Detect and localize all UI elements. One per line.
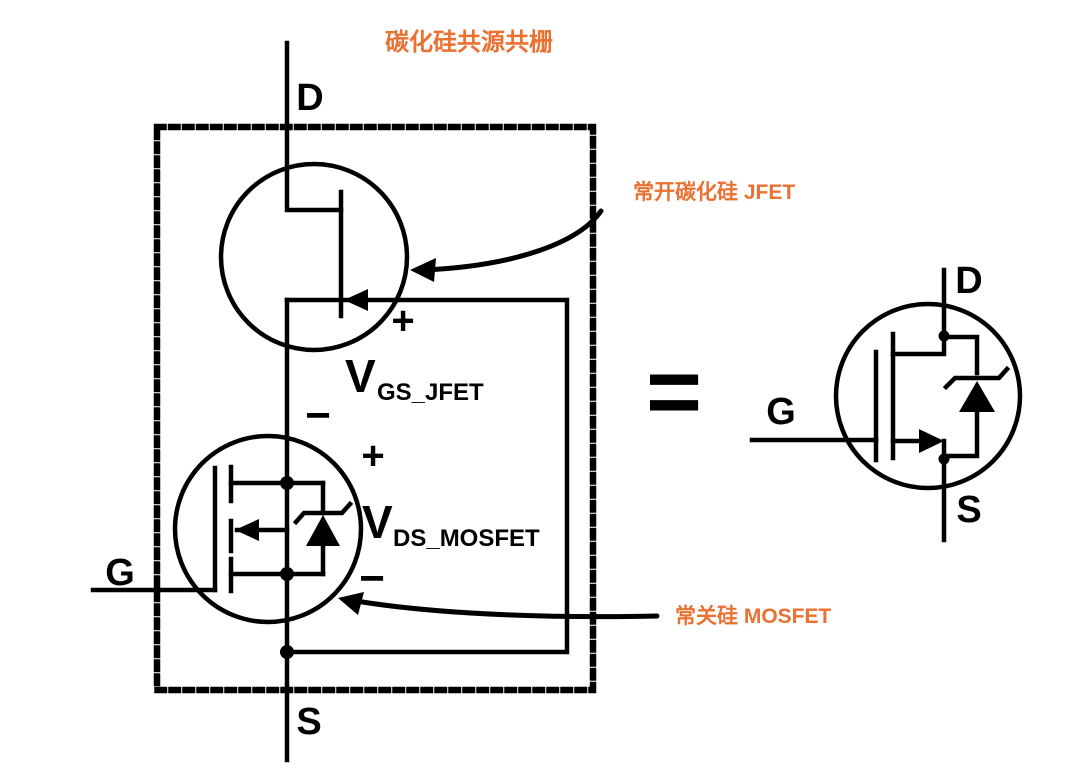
- vds-minus-sign: −: [359, 554, 385, 603]
- jfet-gate-arrowhead: [344, 289, 368, 311]
- junction-dot: [280, 476, 294, 490]
- mosfet-callout-label: 常关硅 MOSFET: [675, 604, 832, 628]
- vds-mosfet-label: V: [362, 496, 393, 548]
- drain-terminal-label: D: [296, 77, 323, 119]
- vgs-minus-sign: −: [305, 391, 331, 440]
- mosfet-callout-arrowhead: [338, 592, 364, 615]
- equivalent-diode-triangle: [959, 381, 995, 412]
- vgs-jfet-label: V: [345, 350, 376, 402]
- vds-plus-sign: +: [361, 434, 384, 478]
- equivalent-drain-tap: [890, 333, 947, 357]
- jfet-callout-arrow: [421, 208, 604, 273]
- vgs-plus-sign: +: [391, 299, 414, 343]
- body-diode-triangle: [306, 515, 340, 546]
- jfet-gate-loop-wire: [284, 297, 570, 655]
- diagram-title: 碳化硅共源共栅: [385, 28, 553, 56]
- equals-sign: =: [646, 338, 702, 445]
- equivalent-gate-label: G: [766, 391, 796, 433]
- junction-dot: [938, 330, 950, 342]
- equivalent-symbol-circle: [833, 301, 1023, 491]
- body-diode-cathode-bar: [292, 500, 354, 526]
- equivalent-source-label: S: [956, 489, 981, 531]
- mosfet-symbol-circle: [172, 433, 364, 625]
- junction-dot: [280, 567, 294, 581]
- equivalent-drain-label: D: [955, 260, 982, 302]
- junction-dot: [938, 453, 950, 465]
- equivalent-source-arrowhead: [919, 429, 944, 453]
- mosfet-body-arrowhead: [235, 519, 259, 541]
- equivalent-diode-lead-top: [941, 334, 980, 376]
- junction-dot: [280, 645, 294, 659]
- equivalent-diode-lead-bottom: [943, 409, 980, 459]
- source-terminal-label: S: [296, 701, 321, 743]
- jfet-callout-arrowhead: [410, 258, 436, 282]
- drain-wire: [284, 40, 344, 213]
- vds-mosfet-subscript: DS_MOSFET: [393, 525, 540, 552]
- gate-terminal-label: G: [105, 552, 135, 594]
- jfet-callout-label: 常开碳化硅 JFET: [633, 180, 795, 204]
- cascode-dashed-boundary: [153, 123, 597, 694]
- jfet-symbol-circle: [218, 161, 410, 353]
- vgs-jfet-subscript: GS_JFET: [377, 379, 484, 406]
- equivalent-diode-cathode-bar: [942, 365, 1011, 391]
- mosfet-callout-arrow: [353, 598, 660, 620]
